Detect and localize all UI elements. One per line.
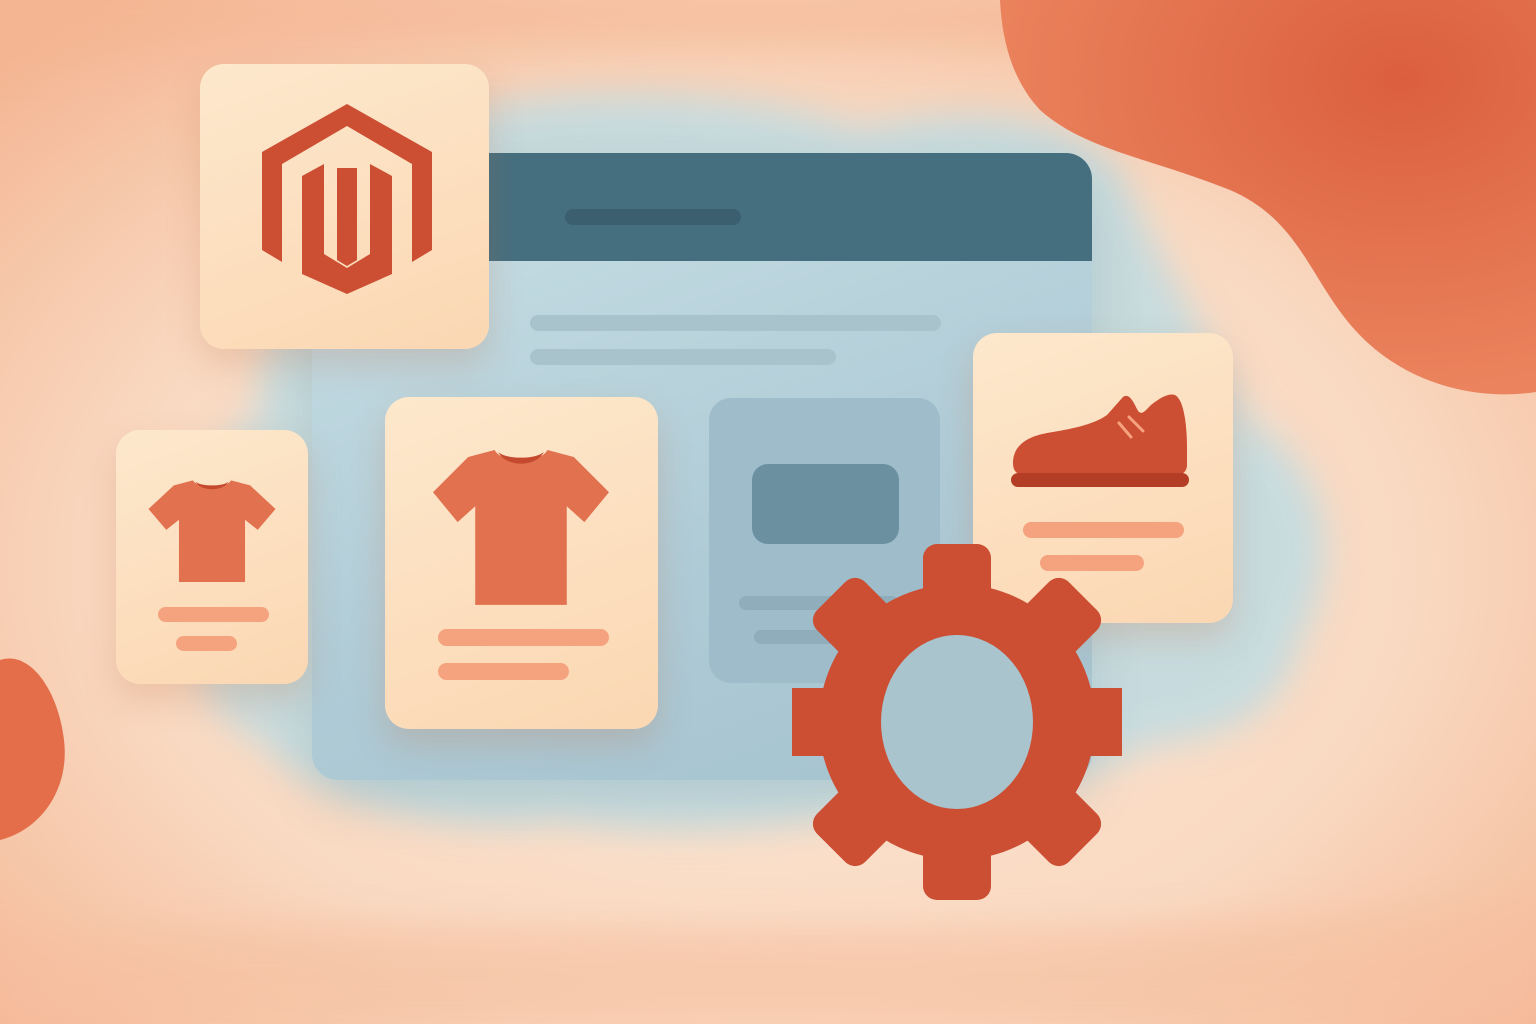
address-bar (565, 209, 741, 225)
product-card-tshirt-large (385, 397, 658, 729)
content-text-line (530, 349, 836, 365)
content-text-line (530, 315, 941, 331)
product-card-tshirt-small (116, 430, 308, 684)
sneaker-icon (1011, 394, 1189, 487)
tshirt-icon (433, 449, 609, 605)
product-price-line (176, 636, 237, 651)
image-placeholder (752, 464, 899, 544)
product-price-line (1040, 555, 1144, 571)
bottom-glow (0, 900, 1536, 1024)
gear-icon (792, 544, 1122, 900)
tshirt-icon (148, 480, 276, 582)
magento-logo-icon (262, 104, 432, 294)
left-blob (0, 658, 65, 840)
product-price-line (438, 663, 569, 680)
logo-card (200, 64, 489, 349)
product-title-line (1023, 522, 1184, 538)
product-title-line (158, 607, 269, 622)
corner-blob (1000, 0, 1536, 395)
product-card-sneaker (973, 333, 1233, 623)
product-title-line (438, 629, 609, 646)
